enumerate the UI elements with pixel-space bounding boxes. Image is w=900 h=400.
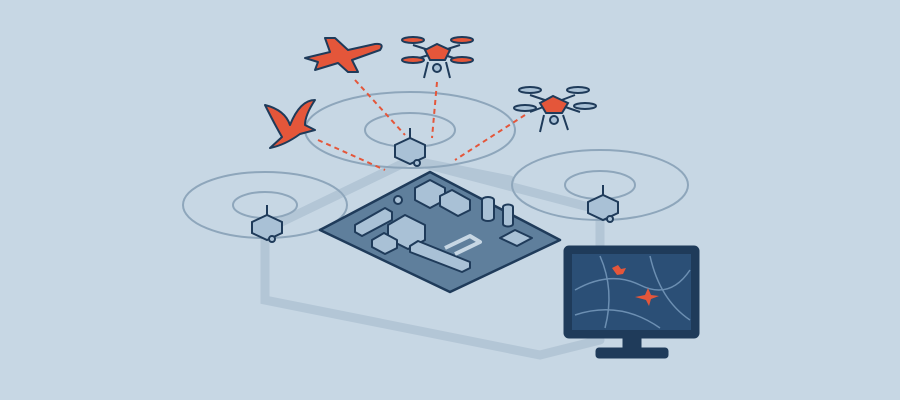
radar-map-screen [572,254,691,330]
airplane-icon [304,37,383,73]
building [439,189,471,217]
tank [502,207,514,228]
road-block [409,240,471,273]
building [371,232,398,255]
sensor-unit-center [394,128,426,167]
sensor-unit-right [587,185,619,223]
tracking-lines [317,79,526,171]
tank [481,200,495,222]
building [354,207,393,237]
sensor-unit-left [251,205,283,243]
airplane-marker-icon [635,288,659,306]
drone-marker-icon [612,265,626,275]
facility-base [318,170,562,294]
quadcopter-drone-icon-2 [513,86,597,133]
sensor-range-rings [182,91,689,239]
dome [393,195,403,205]
bird-icon [264,99,316,149]
map-lines [574,255,691,329]
range-ring-right-outer [511,149,689,221]
quadcopter-drone-icon [401,36,474,79]
helipad [499,229,533,247]
monitoring-display [563,245,700,359]
